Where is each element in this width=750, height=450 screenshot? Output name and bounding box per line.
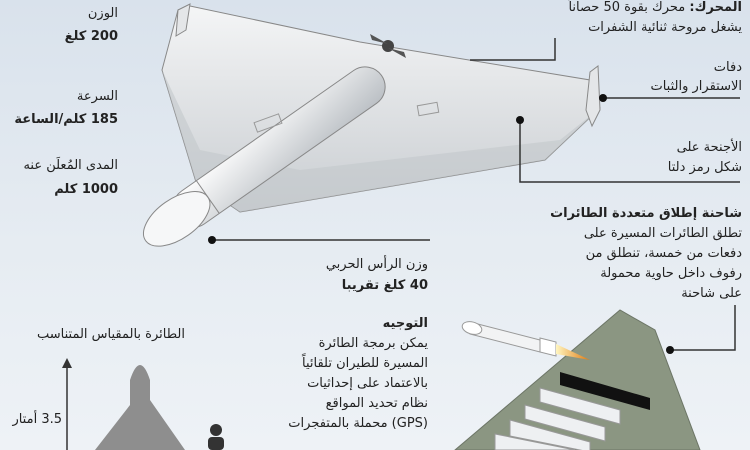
wings-line1: الأجنحة على <box>676 140 742 155</box>
truck-line: رفوف داخل حاوية محمولة <box>600 266 742 281</box>
drone-illustration <box>143 3 601 247</box>
guidance-line: نظام تحديد المواقع <box>325 396 428 411</box>
guidance-line: (GPS) محملة بالمتفجرات <box>288 416 428 431</box>
fuselage <box>143 66 386 247</box>
stabilizer-fin-left <box>175 3 191 37</box>
speed-label: السرعة <box>76 89 118 104</box>
truck-title: شاحنة إطلاق متعددة الطائرات <box>550 206 742 221</box>
person-silhouette <box>210 424 222 436</box>
range-label: المدى المُعلَن عنه <box>23 158 118 173</box>
arrow-up-icon <box>62 358 72 368</box>
wings-line2: شكل رمز دلتا <box>667 160 742 175</box>
guidance-line: يمكن برمجة الطائرة <box>318 336 428 351</box>
truck-line: دفعات من خمسة، تنطلق من <box>585 246 742 261</box>
truck-line: على شاحنة <box>681 286 742 301</box>
speed-value: 185 كلم/الساعة <box>14 112 118 127</box>
guidance-line: بالاعتماد على إحداثيات <box>307 376 428 391</box>
callout-dots <box>208 94 674 354</box>
propeller <box>370 34 406 58</box>
weight-value: 200 كلغ <box>64 29 118 44</box>
truck-line: تطلق الطائرات المسيرة على <box>583 226 742 241</box>
warhead-value: 40 كلغ تقريبا <box>341 278 428 293</box>
launching-drone <box>461 321 590 360</box>
stabilizer-fin <box>585 65 601 128</box>
range-value: 1000 كلم <box>54 182 118 197</box>
guidance-title: التوجيه <box>382 316 428 331</box>
engine-title: المحرك: <box>689 0 742 15</box>
scale-figure <box>62 358 224 450</box>
weight-label: الوزن <box>87 6 118 21</box>
engine-callout: المحرك: محرك بقوة 50 حصاناً <box>568 0 742 18</box>
empty-rack <box>560 372 650 410</box>
launcher-truck <box>454 309 701 450</box>
rudders-line2: الاستقرار والثبات <box>650 79 742 94</box>
callout-lines <box>212 38 740 351</box>
engine-line1: محرك بقوة 50 حصاناً <box>568 0 686 15</box>
guidance-line: المسيرة للطيران تلقائياً <box>301 356 428 371</box>
warhead-label: وزن الرأس الحربي <box>325 257 428 272</box>
scale-title: الطائرة بالمقياس المتناسب <box>36 327 185 342</box>
scale-height: 3.5 أمتار <box>12 412 62 427</box>
rudders-line1: دفات <box>713 60 742 75</box>
engine-line2: يشغل مروحة ثنائية الشفرات <box>588 20 742 35</box>
